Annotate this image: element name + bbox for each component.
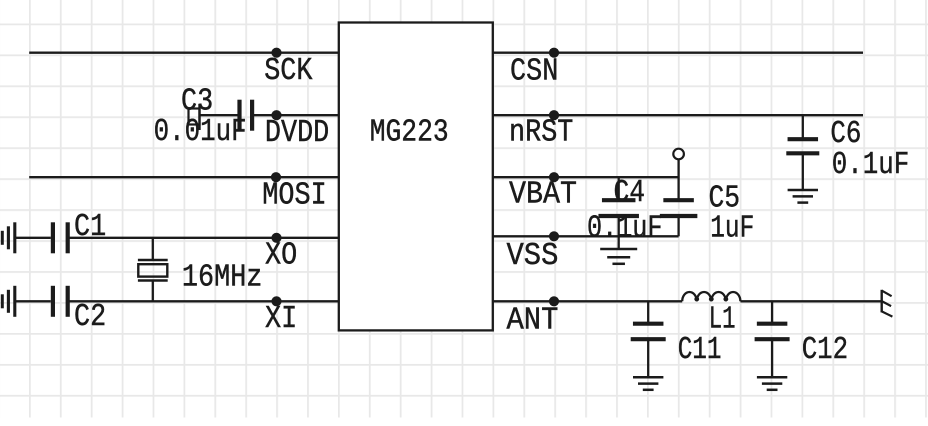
svg-text:SCK: SCK: [264, 54, 312, 89]
svg-text:MG223: MG223: [370, 116, 449, 151]
svg-text:C2: C2: [74, 300, 106, 335]
svg-text:C4: C4: [614, 176, 646, 211]
svg-text:0.1uF: 0.1uF: [587, 211, 663, 246]
svg-text:DVDD: DVDD: [265, 116, 329, 151]
svg-text:16MHz: 16MHz: [182, 261, 263, 296]
svg-text:1uF: 1uF: [710, 211, 754, 246]
svg-text:C12: C12: [802, 333, 849, 368]
svg-text:0.1uF: 0.1uF: [832, 148, 910, 183]
svg-text:CSN: CSN: [510, 55, 558, 90]
svg-text:C11: C11: [678, 333, 722, 368]
svg-text:0.01uF: 0.01uF: [154, 115, 247, 150]
svg-text:XO: XO: [265, 238, 297, 273]
svg-text:nRST: nRST: [509, 115, 573, 150]
svg-text:C3: C3: [181, 85, 213, 120]
svg-text:VBAT: VBAT: [509, 178, 577, 213]
svg-text:MOSI: MOSI: [262, 179, 326, 214]
svg-text:ANT: ANT: [507, 304, 559, 339]
svg-text:XI: XI: [265, 302, 297, 337]
svg-text:C5: C5: [709, 182, 741, 217]
svg-text:L1: L1: [709, 303, 736, 338]
svg-text:VSS: VSS: [507, 239, 559, 274]
svg-text:C6: C6: [830, 117, 861, 152]
svg-text:C1: C1: [74, 210, 106, 245]
